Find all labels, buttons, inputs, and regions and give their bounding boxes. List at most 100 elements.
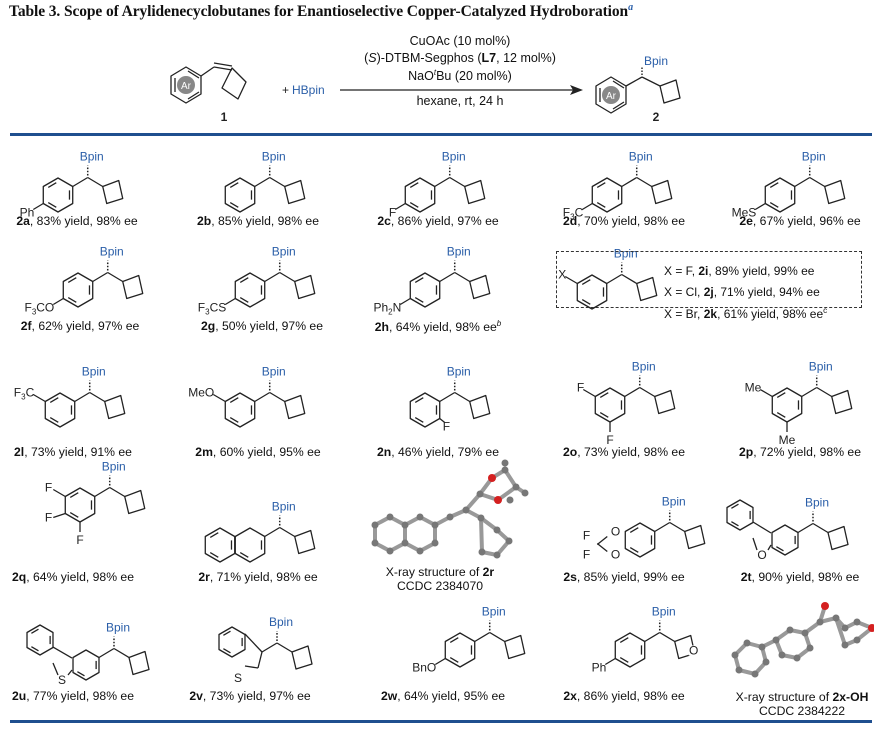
plus-sign: + bbox=[282, 83, 289, 97]
substituent-label: F3CS bbox=[198, 301, 226, 317]
xray-structure-2x-oh bbox=[731, 602, 874, 678]
bottom-rule bbox=[10, 720, 872, 723]
substituent-label: Ph2N bbox=[373, 301, 401, 317]
substituent-label: Me bbox=[745, 381, 762, 395]
xray-structure-2r bbox=[371, 459, 529, 559]
bpin-label: Bpin bbox=[262, 150, 286, 164]
caption-2f: 2f, 62% yield, 97% ee bbox=[20, 319, 140, 333]
bpin-label: Bpin bbox=[272, 500, 296, 514]
caption-2r: 2r, 71% yield, 98% ee bbox=[198, 570, 318, 584]
caption-2w: 2w, 64% yield, 95% ee bbox=[380, 689, 506, 703]
substituent-label: X bbox=[558, 268, 566, 282]
caption-2h: 2h, 64% yield, 98% eeb bbox=[374, 319, 502, 335]
bpin-label: Bpin bbox=[102, 460, 126, 474]
caption-2m: 2m, 60% yield, 95% ee bbox=[195, 445, 321, 459]
substituent-label: F3CO bbox=[24, 301, 54, 317]
substituent-label: Me bbox=[779, 433, 796, 447]
ring-oxygen: O bbox=[611, 525, 620, 539]
product-ar-label: Ar bbox=[606, 91, 617, 102]
bpin-label: Bpin bbox=[106, 621, 130, 635]
fluoro-label: F bbox=[45, 511, 52, 525]
caption-2q: 2q, 64% yield, 98% ee bbox=[12, 570, 134, 584]
bpin-label: Bpin bbox=[809, 360, 833, 374]
substituent-label: Ph bbox=[592, 661, 607, 675]
bpin-label: Bpin bbox=[269, 615, 293, 629]
ring-sulfur: S bbox=[58, 673, 66, 687]
caption-2b: 2b, 85% yield, 98% ee bbox=[197, 214, 319, 228]
substituent-label: F3C bbox=[14, 386, 35, 402]
bpin-label: Bpin bbox=[662, 495, 686, 509]
caption-2c: 2c, 86% yield, 97% ee bbox=[377, 214, 499, 228]
bpin-label: Bpin bbox=[447, 245, 471, 259]
condition-catalyst: CuOAc (10 mol%) bbox=[409, 34, 511, 48]
halo-row-br: X = Br, 2k, 61% yield, 98% eec bbox=[664, 306, 828, 321]
substituent-label: F bbox=[606, 433, 613, 447]
fluoro-label: F bbox=[583, 529, 590, 543]
caption-2p: 2p, 72% yield, 98% ee bbox=[739, 445, 861, 459]
caption-2n: 2n, 46% yield, 79% ee bbox=[377, 445, 499, 459]
caption-2d: 2d, 70% yield, 98% ee bbox=[563, 214, 685, 228]
reactant-number: 1 bbox=[221, 110, 228, 124]
reagent-hbpin: HBpin bbox=[292, 83, 325, 97]
condition-base: NaOtBu (20 mol%) bbox=[408, 68, 512, 84]
bpin-label: Bpin bbox=[262, 365, 286, 379]
substituent-label: Ph bbox=[20, 206, 35, 220]
bpin-label: Bpin bbox=[272, 245, 296, 259]
fluoro-label: F bbox=[45, 481, 52, 495]
bpin-label: Bpin bbox=[805, 496, 829, 510]
halo-series-box bbox=[556, 251, 862, 308]
bpin-label: Bpin bbox=[629, 150, 653, 164]
substituent-label: F bbox=[577, 381, 584, 395]
substituent-label: MeO bbox=[188, 386, 214, 400]
bpin-label: Bpin bbox=[82, 365, 106, 379]
bpin-label: Bpin bbox=[100, 245, 124, 259]
bpin-label: Bpin bbox=[482, 605, 506, 619]
substituent-label: F3C bbox=[563, 206, 584, 222]
reactant-structure bbox=[170, 62, 247, 104]
structure-2b: Bpin bbox=[224, 150, 306, 213]
ring-oxygen: O bbox=[757, 548, 766, 562]
bpin-label: Bpin bbox=[80, 150, 104, 164]
caption-2g: 2g, 50% yield, 97% ee bbox=[201, 319, 323, 333]
substituent-label: BnO bbox=[412, 661, 436, 675]
structure-2r: Bpin bbox=[204, 500, 316, 563]
fluoro-label: F bbox=[443, 420, 450, 434]
reactant-ar-label: Ar bbox=[181, 81, 192, 92]
bpin-label: Bpin bbox=[447, 365, 471, 379]
caption-2x: 2x, 86% yield, 98% ee bbox=[563, 689, 685, 703]
product-number: 2 bbox=[653, 110, 660, 124]
product-bpin-label: Bpin bbox=[644, 54, 668, 68]
table-title: Table 3. Scope of Arylidenecyclobutanes … bbox=[9, 2, 633, 21]
product-structure bbox=[595, 66, 681, 114]
caption-2l: 2l, 73% yield, 91% ee bbox=[14, 445, 132, 459]
condition-solvent: hexane, rt, 24 h bbox=[416, 94, 504, 108]
bpin-label: Bpin bbox=[632, 360, 656, 374]
substituent-label: F bbox=[389, 206, 396, 220]
top-rule bbox=[10, 133, 872, 136]
table-title-text: Table 3. Scope of Arylidenecyclobutanes … bbox=[9, 3, 629, 21]
fluoro-label: F bbox=[583, 548, 590, 562]
bpin-label: Bpin bbox=[442, 150, 466, 164]
bpin-label: Bpin bbox=[802, 150, 826, 164]
ring-oxygen: O bbox=[611, 548, 620, 562]
